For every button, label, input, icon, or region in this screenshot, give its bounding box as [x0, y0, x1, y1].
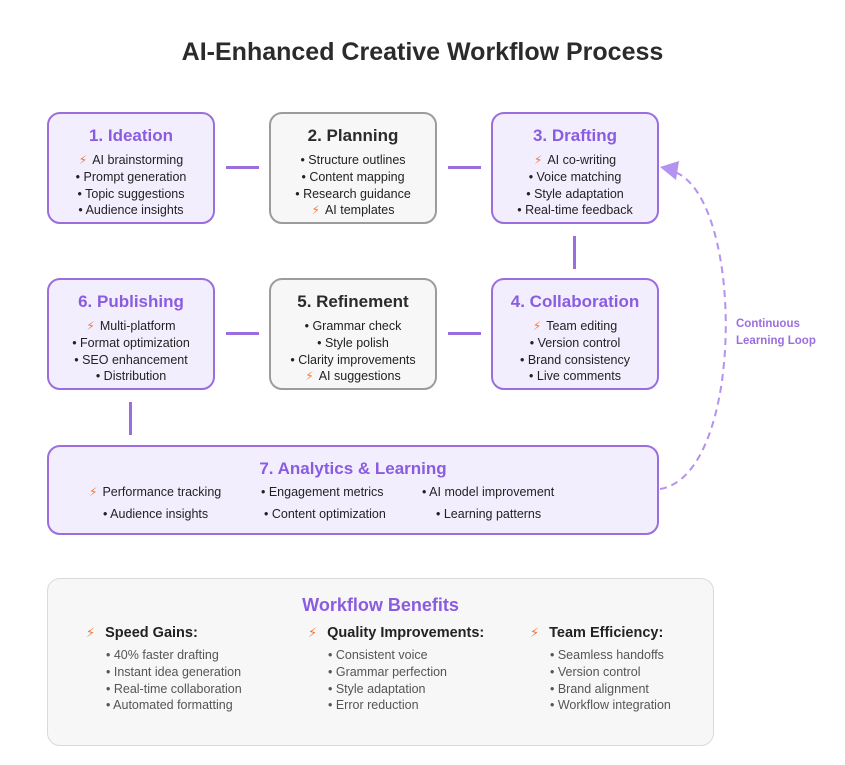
step-item: • Content optimization [264, 507, 386, 521]
benefit-heading: ⚡Team Efficiency: [530, 625, 664, 641]
step-item: • Voice matching [528, 169, 622, 184]
lightning-bolt-icon: ⚡ [532, 319, 542, 333]
workflow-benefits-panel: Workflow Benefits ⚡Speed Gains: • 40% fa… [47, 578, 714, 746]
step-drafting: 3. Drafting ⚡AI co-writing • Voice match… [491, 112, 659, 224]
step-item: • Grammar check [304, 319, 402, 333]
benefit-item: • Brand alignment [550, 681, 649, 696]
step-item: ⚡AI brainstorming [78, 153, 184, 167]
benefits-title: Workflow Benefits [302, 595, 459, 615]
lightning-bolt-icon: ⚡ [78, 153, 88, 167]
step-item: • Content mapping [301, 169, 405, 184]
benefit-item: • Instant idea generation [106, 664, 242, 679]
benefit-item: • Automated formatting [106, 698, 233, 713]
step-item: • AI model improvement [422, 485, 555, 499]
step-item: • Audience insights [103, 507, 209, 521]
step-title: 4. Collaboration [510, 292, 640, 311]
step-planning: 2. Planning • Structure outlines • Conte… [269, 112, 437, 224]
step-item: ⚡AI co-writing [533, 153, 617, 167]
step-analytics-learning: 7. Analytics & Learning ⚡Performance tra… [47, 445, 659, 535]
step-ideation: 1. Ideation ⚡AI brainstorming • Prompt g… [47, 112, 215, 224]
connector-drafting-collaboration [573, 236, 576, 269]
step-item: ⚡AI templates [311, 203, 395, 218]
connector-collaboration-refinement [448, 332, 481, 335]
step-title: 3. Drafting [532, 126, 618, 145]
step-title: 6. Publishing [78, 292, 184, 311]
step-collaboration: 4. Collaboration ⚡Team editing • Version… [491, 278, 659, 390]
lightning-bolt-icon: ⚡ [89, 485, 98, 499]
page-title: AI-Enhanced Creative Workflow Process [181, 38, 664, 66]
benefit-item: • Style adaptation [328, 681, 426, 696]
step-title: 5. Refinement [297, 292, 409, 311]
step-item: • Live comments [529, 369, 621, 384]
lightning-bolt-icon: ⚡ [533, 153, 543, 167]
connector-ideation-planning [226, 166, 259, 169]
lightning-bolt-icon: ⚡ [311, 203, 320, 218]
connector-refinement-publishing [226, 332, 259, 335]
step-item: • Research guidance [295, 186, 411, 201]
benefit-item: • Seamless handoffs [550, 648, 664, 662]
benefit-item: • 40% faster drafting [106, 648, 219, 662]
connector-planning-drafting [448, 166, 481, 169]
step-item: • Clarity improvements [290, 352, 416, 367]
step-item: • SEO enhancement [74, 352, 188, 367]
step-title: 7. Analytics & Learning [259, 459, 447, 478]
step-item: • Format optimization [72, 335, 190, 350]
step-refinement: 5. Refinement • Grammar check • Style po… [269, 278, 437, 390]
benefit-column-team: ⚡Team Efficiency: • Seamless handoffs • … [530, 625, 671, 714]
step-item: • Version control [529, 335, 621, 350]
step-publishing: 6. Publishing ⚡Multi-platform • Format o… [47, 278, 215, 390]
step-item: ⚡Multi-platform [86, 319, 176, 333]
step-item: • Brand consistency [520, 352, 630, 367]
step-item: ⚡Performance tracking [89, 485, 222, 499]
step-item: ⚡AI suggestions [305, 369, 401, 384]
lightning-bolt-icon: ⚡ [86, 319, 95, 333]
step-title: 2. Planning [307, 126, 399, 145]
benefit-column-quality: ⚡Quality Improvements: • Consistent voic… [308, 625, 484, 714]
benefit-item: • Workflow integration [550, 698, 671, 713]
benefit-item: • Error reduction [328, 698, 419, 713]
step-item: • Audience insights [78, 203, 184, 218]
step-item: ⚡Team editing [532, 319, 618, 333]
lightning-bolt-icon: ⚡ [308, 625, 318, 640]
step-item: • Engagement metrics [261, 485, 384, 499]
lightning-bolt-icon: ⚡ [305, 369, 314, 384]
step-item: • Structure outlines [300, 153, 406, 167]
benefit-item: • Real-time collaboration [106, 681, 242, 696]
benefit-column-speed: ⚡Speed Gains: • 40% faster drafting • In… [86, 625, 242, 714]
benefit-item: • Consistent voice [328, 648, 428, 662]
step-item: • Style adaptation [526, 186, 624, 201]
benefit-item: • Version control [550, 664, 641, 679]
lightning-bolt-icon: ⚡ [530, 625, 540, 640]
benefit-item: • Grammar perfection [328, 664, 447, 679]
step-item: • Prompt generation [75, 169, 187, 184]
benefit-heading: ⚡Speed Gains: [86, 625, 198, 641]
step-item: • Topic suggestions [77, 186, 185, 201]
benefit-heading: ⚡Quality Improvements: [308, 625, 485, 641]
lightning-bolt-icon: ⚡ [86, 625, 96, 640]
step-item: • Distribution [95, 369, 167, 384]
learning-loop-label: Continuous Learning Loop [736, 318, 816, 347]
step-title: 1. Ideation [88, 126, 174, 145]
connector-publishing-analytics [129, 402, 132, 435]
step-item: • Real-time feedback [517, 203, 633, 218]
step-item: • Style polish [317, 335, 389, 350]
step-item: • Learning patterns [436, 507, 542, 521]
